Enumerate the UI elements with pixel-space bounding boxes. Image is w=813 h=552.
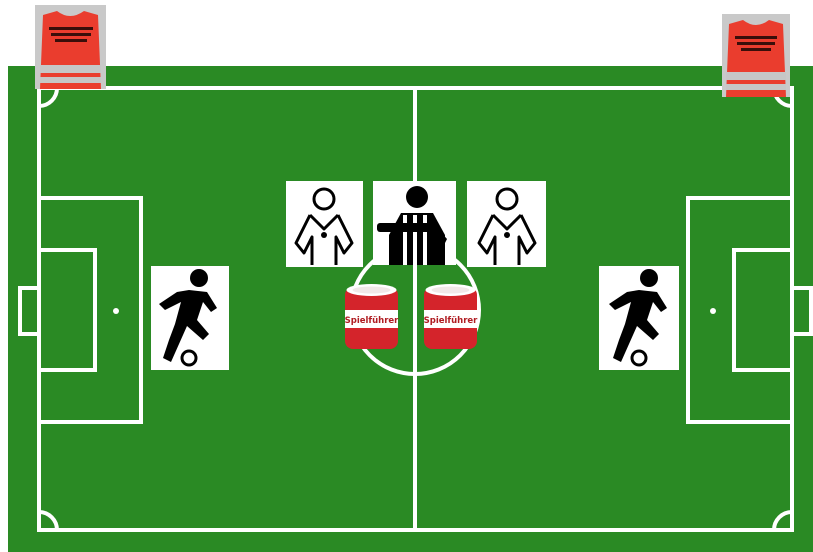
- assistant-referee-icon: [286, 181, 363, 267]
- football-player-icon: [599, 266, 679, 370]
- captain-armband-right: Spielführer: [422, 281, 479, 355]
- penalty-spot-left: [113, 308, 119, 314]
- captain-armband-icon: Spielführer: [422, 281, 479, 355]
- armband-label: Spielführer: [424, 316, 479, 326]
- pitch-markings: [8, 66, 813, 552]
- goal-left: [20, 288, 39, 334]
- referee-icon: [373, 181, 456, 265]
- assistant-referee-icon: [467, 181, 546, 267]
- goal-right: [792, 288, 811, 334]
- safety-vest-photo-left: [35, 5, 106, 89]
- player-card-left: [151, 266, 229, 370]
- referee-card: [373, 181, 456, 265]
- safety-vest-photo-right: [722, 14, 790, 97]
- goal-area-right: [734, 250, 792, 370]
- penalty-area-right: [688, 198, 792, 422]
- corner-arc-top-left: [39, 88, 57, 106]
- assistant-referee-card-left: [286, 181, 363, 267]
- penalty-spot-right: [710, 308, 716, 314]
- corner-arc-bottom-right: [774, 512, 792, 530]
- player-card-right: [599, 266, 679, 370]
- assistant-referee-card-right: [467, 181, 546, 267]
- captain-armband-icon: Spielführer: [343, 281, 400, 355]
- penalty-area-left: [39, 198, 141, 422]
- football-player-icon: [151, 266, 229, 370]
- captain-armband-left: Spielführer: [343, 281, 400, 355]
- armband-label: Spielführer: [345, 316, 400, 326]
- goal-area-left: [39, 250, 95, 370]
- football-pitch: [8, 66, 813, 552]
- safety-vest-icon: [35, 5, 106, 89]
- corner-arc-bottom-left: [39, 512, 57, 530]
- safety-vest-icon: [722, 14, 790, 97]
